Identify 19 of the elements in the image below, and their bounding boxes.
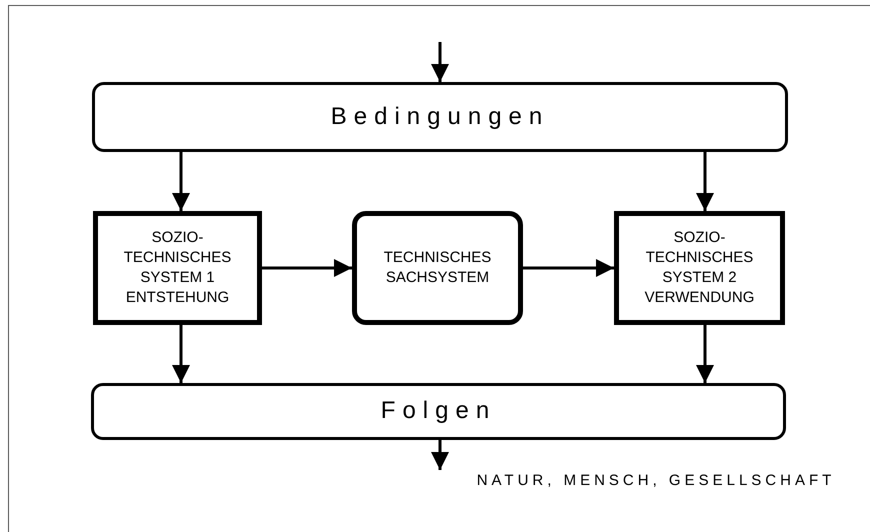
text-label: NATUR, MENSCH, GESELLSCHAFT — [476, 470, 836, 491]
rounded-band — [91, 383, 786, 440]
rounded-band — [92, 82, 788, 152]
node-label: TECHNISCHES SACHSYSTEM — [382, 248, 492, 288]
process-box — [93, 211, 262, 325]
node-label: Folgen — [380, 396, 496, 426]
node-label: Bedingungen — [330, 102, 550, 132]
arrow — [172, 152, 190, 211]
arrow — [523, 259, 614, 277]
arrow — [431, 440, 449, 470]
arrow — [172, 325, 190, 383]
process-box — [614, 211, 785, 325]
node-label: SOZIO- TECHNISCHES SYSTEM 1 ENTSTEHUNG — [122, 228, 232, 308]
node-label: SOZIO- TECHNISCHES SYSTEM 2 VERWENDUNG — [644, 228, 756, 308]
arrow — [431, 42, 449, 82]
arrow — [262, 259, 352, 277]
arrow — [696, 152, 714, 211]
rounded-box — [352, 211, 523, 325]
arrow — [696, 325, 714, 383]
